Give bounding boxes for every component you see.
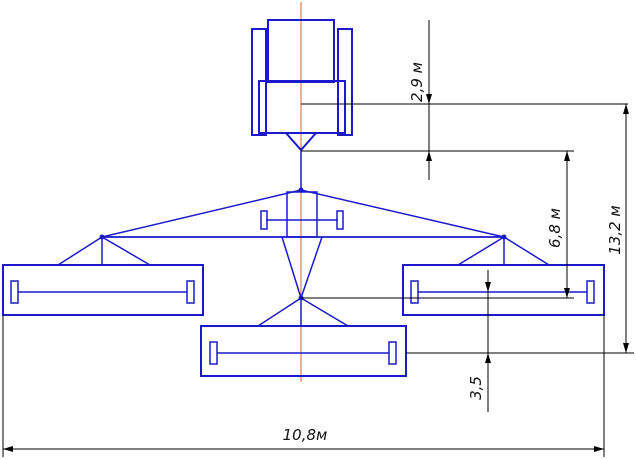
dimension-13-2: [406, 104, 634, 354]
dimension-3-5-label: 3,5: [467, 376, 485, 400]
tractor-cab: [258, 80, 346, 134]
front-hitch-node: [298, 187, 304, 193]
dimension-2-9: [301, 20, 628, 180]
dimension-6-8-label: 6,8 м: [546, 208, 564, 248]
front-triangle: [101, 189, 505, 238]
dimension-10-8-label: 10,8м: [283, 426, 328, 444]
main-frame: [101, 150, 505, 299]
dimension-10-8: [2, 315, 605, 457]
dimension-2-9-label: 2,9 м: [408, 62, 426, 102]
dimension-3-5: [485, 270, 491, 412]
left-implement: [2, 236, 204, 316]
frame-center-beam: [286, 191, 318, 238]
tractor: [251, 19, 353, 152]
dimension-13-2-label: 13,2 м: [606, 205, 624, 254]
rear-implement: [200, 297, 407, 377]
dimension-6-8: [301, 151, 574, 299]
right-implement: [402, 236, 605, 316]
